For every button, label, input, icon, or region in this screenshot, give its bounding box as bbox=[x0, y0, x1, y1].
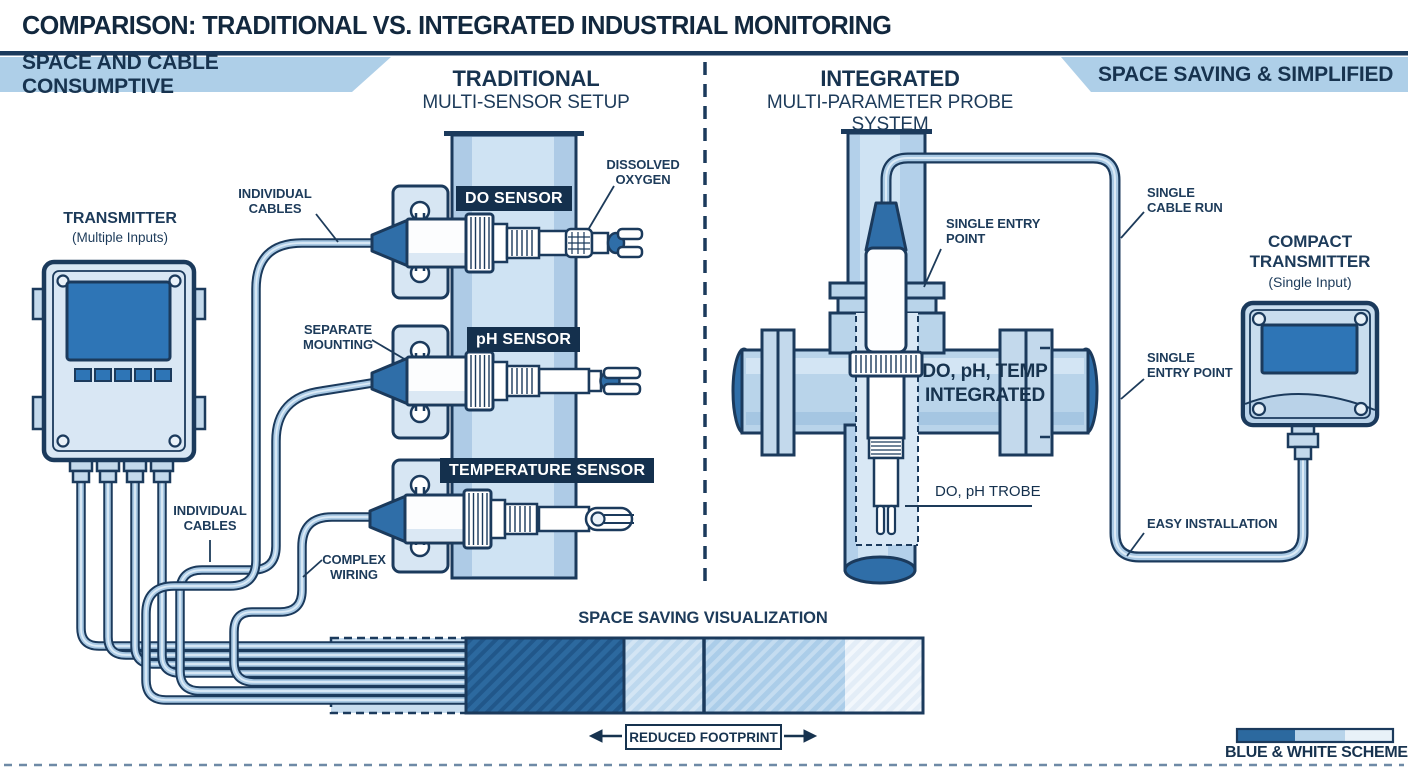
legend-swatch bbox=[1235, 727, 1395, 744]
transmitter-graphic bbox=[31, 259, 207, 484]
compact-transmitter-screen bbox=[1260, 323, 1359, 375]
right-banner-label: SPACE SAVING & SIMPLIFIED bbox=[1098, 62, 1394, 86]
multiparameter-probe-graphic bbox=[848, 201, 924, 536]
transmitter-screen bbox=[65, 280, 172, 362]
leader-lines bbox=[209, 185, 1145, 578]
integrated-subheading: MULTI-PARAMETER PROBE SYSTEM bbox=[766, 92, 1014, 135]
single-entry-point-cable-label: SINGLE ENTRY POINT bbox=[1147, 350, 1233, 381]
temperature-sensor-tag: TEMPERATURE SENSOR bbox=[440, 458, 655, 483]
viz-title: SPACE SAVING VISUALIZATION bbox=[578, 609, 828, 627]
reduced-footprint-badge: REDUCED FOOTPRINT bbox=[625, 724, 782, 750]
transmitter-buttons bbox=[74, 368, 172, 382]
integrated-heading: INTEGRATED bbox=[820, 66, 960, 91]
traditional-heading: TRADITIONAL bbox=[452, 66, 600, 91]
transmitter-label: TRANSMITTER bbox=[63, 210, 177, 227]
compact-transmitter-label-line2: TRANSMITTER bbox=[1249, 252, 1371, 271]
space-saving-bar bbox=[464, 636, 925, 715]
ph-sensor-tag: pH SENSOR bbox=[467, 327, 581, 352]
temperature-sensor-graphic bbox=[368, 488, 634, 550]
integration-line1: DO, pH, TEMP bbox=[922, 361, 1048, 382]
compact-transmitter-graphic bbox=[1240, 300, 1380, 461]
reduced-footprint-arrows bbox=[588, 729, 818, 743]
easy-installation-label: EASY INSTALLATION bbox=[1147, 516, 1278, 531]
right-banner-shape bbox=[1061, 57, 1408, 92]
complex-wiring-label: COMPLEX WIRING bbox=[322, 552, 386, 583]
traditional-subheading: MULTI-SENSOR SETUP bbox=[422, 92, 630, 113]
legend-label: BLUE & WHITE SCHEME bbox=[1225, 744, 1408, 761]
left-banner-label: SPACE AND CABLE CONSUMPTIVE bbox=[22, 50, 219, 98]
compact-transmitter-sublabel: (Single Input) bbox=[1268, 274, 1352, 290]
do-sensor-tag: DO SENSOR bbox=[456, 186, 572, 211]
probe-label: DO, pH TROBE bbox=[935, 483, 1041, 500]
separate-mounting-label: SEPARATE MOUNTING bbox=[303, 322, 373, 353]
single-cable-run-label: SINGLE CABLE RUN bbox=[1147, 185, 1223, 216]
left-banner-shape bbox=[0, 57, 391, 92]
individual-cables-top-label: INDIVIDUAL CABLES bbox=[238, 186, 312, 217]
do-sensor-graphic bbox=[370, 212, 644, 274]
dissolved-oxygen-label: DISSOLVED OXYGEN bbox=[606, 157, 680, 188]
page-title: COMPARISON: TRADITIONAL VS. INTEGRATED I… bbox=[22, 10, 892, 40]
compact-transmitter-label-line1: COMPACT bbox=[1268, 232, 1352, 251]
integration-line2: INTEGRATED bbox=[924, 385, 1046, 406]
individual-cables-bottom-label: INDIVIDUAL CABLES bbox=[173, 503, 247, 534]
transmitter-sublabel: (Multiple Inputs) bbox=[71, 230, 169, 245]
top-rule bbox=[0, 51, 1408, 56]
single-entry-point-probe-label: SINGLE ENTRY POINT bbox=[946, 216, 1041, 247]
ph-sensor-graphic bbox=[370, 350, 642, 412]
